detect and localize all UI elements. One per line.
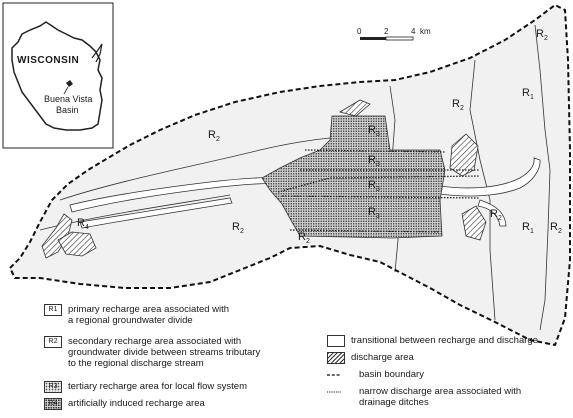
legend-secondary-line2: groundwater divide between streams tribu…	[68, 347, 261, 358]
door-peninsula	[91, 43, 103, 63]
legend-narrow-line1: narrow discharge area associated with	[359, 386, 522, 397]
label-r2-far-east: R2	[550, 221, 562, 235]
legend-swatch-narrow	[327, 391, 342, 393]
legend-secondary-line3: to the regional discharge stream	[68, 358, 204, 369]
drainage-ditches	[277, 149, 481, 233]
label-r4: R4	[77, 217, 89, 231]
legend-swatch-transitional	[327, 335, 345, 347]
zone-labels: R2 R1 R2 R2 R3 R3 R3 R3 R2 R4 R2 R2 R1 R…	[77, 28, 562, 245]
label-r3-3: R3	[368, 179, 380, 193]
legend-primary-line2: a regional groundwater divide	[68, 315, 193, 326]
legend-transitional: transitional between recharge and discha…	[327, 335, 538, 347]
stream-east	[439, 157, 541, 197]
legend-primary: R1 primary recharge area associated with…	[44, 304, 229, 326]
basin-boundary	[8, 3, 571, 347]
legend-narrow-line2: drainage ditches	[359, 397, 429, 408]
label-r3-2: R3	[368, 154, 380, 168]
legend-narrow: narrow discharge area associated with dr…	[327, 386, 521, 408]
legend-artificial-text: artificially induced recharge area	[68, 398, 205, 409]
label-r2-southwest: R2	[232, 221, 244, 235]
legend-primary-line1: primary recharge area associated with	[68, 304, 230, 315]
discharge-areas	[41, 99, 487, 259]
scale-tick-0: 0	[357, 27, 362, 36]
stream-south	[79, 197, 233, 229]
legend-swatch-secondary: R2	[44, 336, 62, 348]
legend-tertiary: R3 tertiary recharge area for local flow…	[44, 381, 247, 393]
label-r3-1: R3	[368, 124, 380, 138]
label-r2-west: R2	[208, 129, 220, 143]
wisconsin-outline	[11, 21, 103, 131]
legend-boundary: basin boundary	[327, 369, 424, 381]
legend-swatch-primary: R1	[44, 304, 62, 316]
label-r2-east: R2	[490, 208, 502, 222]
legend-swatch-artificial: R4	[44, 398, 62, 410]
tertiary-recharge-area	[261, 115, 446, 239]
legend-artificial: R4 artificially induced recharge area	[44, 398, 205, 410]
legend-secondary: R2 secondary recharge area associated wi…	[44, 336, 260, 369]
label-r1-northeast: R1	[522, 87, 534, 101]
scale-tick-2: 2	[384, 27, 389, 36]
discharge-area-west	[41, 213, 73, 259]
stream-east-branch	[477, 199, 507, 227]
basin-leader-line	[63, 86, 69, 95]
scale-tick-4: 4	[411, 27, 416, 36]
discharge-area-southwest	[57, 231, 97, 257]
legend-boundary-text: basin boundary	[359, 369, 424, 380]
label-r2-northeast: R2	[536, 28, 548, 42]
legend-discharge: discharge area	[327, 352, 414, 364]
label-r2-south-west: R2	[298, 231, 310, 245]
legend-discharge-text: discharge area	[351, 352, 414, 363]
label-r2-north: R2	[452, 98, 464, 112]
inset-basin-label-2: Basin	[56, 105, 79, 115]
scale-unit: km	[420, 27, 431, 36]
inset-map: WISCONSIN Buena Vista Basin	[2, 2, 114, 149]
inset-state-label: WISCONSIN	[17, 55, 79, 66]
label-r1-east: R1	[522, 221, 534, 235]
inset-basin-label-1: Buena Vista	[44, 94, 92, 104]
scale-bar: 0 2 4 km	[357, 27, 431, 41]
legend-swatch-boundary	[327, 374, 342, 376]
legend-transitional-text: transitional between recharge and discha…	[351, 335, 538, 346]
legend-swatch-discharge	[327, 352, 345, 364]
legend-tertiary-text: tertiary recharge area for local flow sy…	[68, 381, 247, 392]
label-r3-4: R3	[368, 206, 380, 220]
basin-marker	[66, 80, 73, 87]
discharge-area-east-3	[338, 99, 371, 117]
legend-swatch-tertiary: R3	[44, 381, 62, 393]
discharge-area-east-2	[461, 205, 487, 241]
legend-secondary-line1: secondary recharge area associated with	[68, 336, 242, 347]
